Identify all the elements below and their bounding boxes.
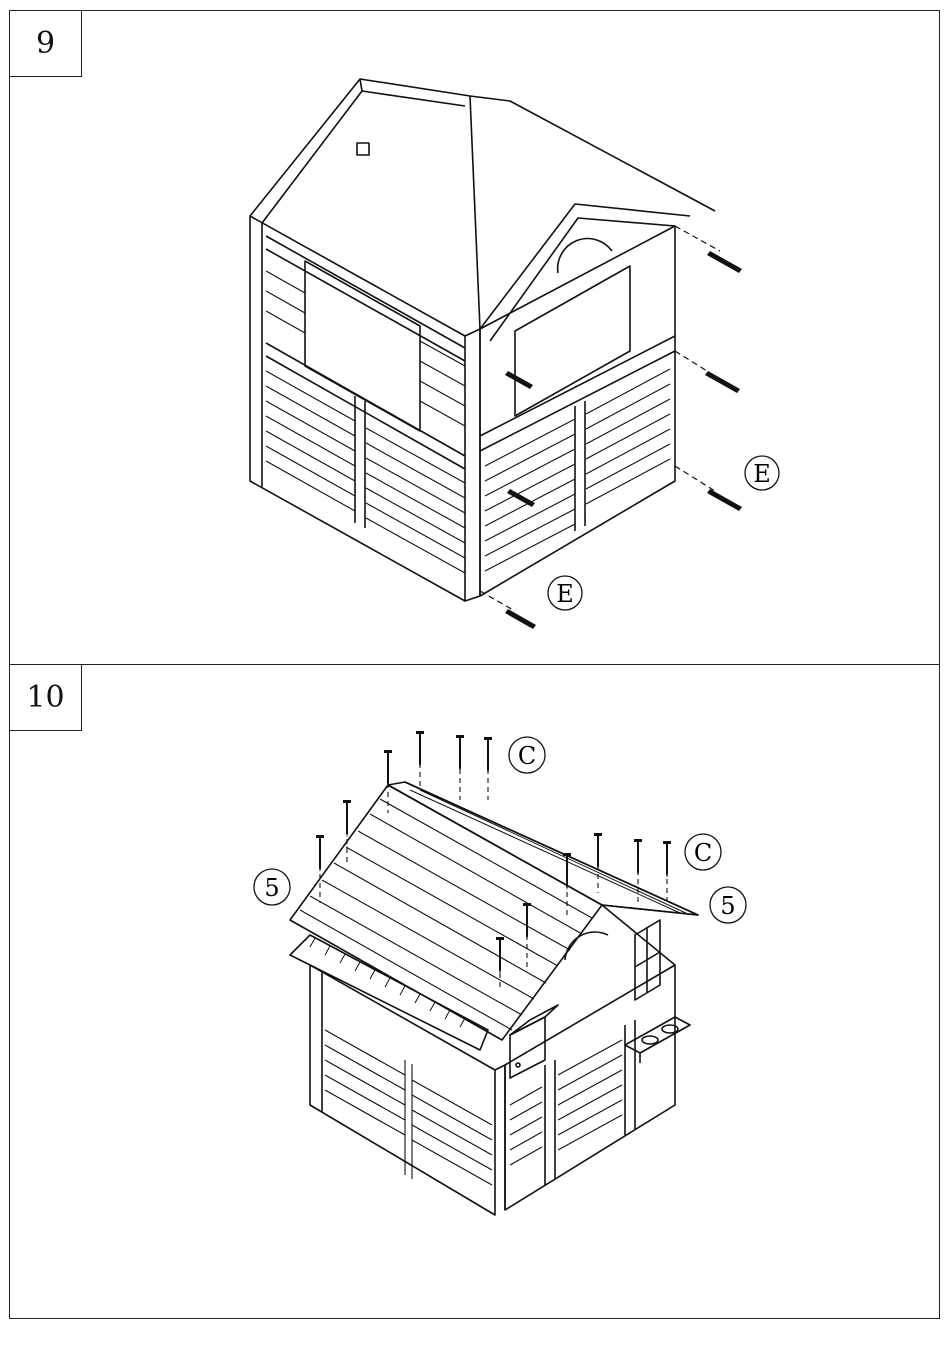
step-9-illustration: E E [10, 11, 941, 666]
svg-text:C: C [694, 839, 712, 867]
screw-icon [316, 835, 324, 872]
screw-icon [707, 489, 742, 511]
callout-e-bottom: E [548, 576, 582, 610]
right-wall-siding [485, 369, 670, 571]
svg-text:5: 5 [264, 874, 279, 902]
roof-right-boards [410, 790, 690, 915]
front-gable [480, 204, 690, 341]
step-9-panel: 9 [9, 10, 940, 665]
callout-e-right: E [745, 456, 779, 490]
callout-c-top: C [509, 737, 545, 773]
screw-icon [594, 833, 602, 870]
svg-text:E: E [556, 580, 574, 608]
awning-slats [310, 938, 465, 1027]
screw-icon [384, 750, 392, 787]
screws-step-9 [505, 251, 742, 629]
screw-icon [663, 841, 671, 878]
screw-icon [343, 800, 351, 837]
callout-5-right: 5 [710, 887, 746, 923]
awning [290, 935, 488, 1050]
back-gable [250, 79, 470, 223]
callout-5-left: 5 [254, 869, 290, 905]
right-wall-siding [510, 1040, 622, 1165]
step-10-illustration: C C 5 5 [10, 665, 941, 1320]
screw-icon [456, 735, 464, 772]
screw-icon [505, 371, 533, 389]
step-10-panel: 10 [9, 664, 940, 1319]
callout-c-right: C [685, 834, 721, 870]
svg-text:C: C [518, 742, 536, 770]
screw-icon [523, 903, 531, 940]
screw-icon [484, 737, 492, 774]
roof-panel-left [290, 785, 602, 1040]
front-left-wall [250, 216, 480, 601]
corner-post [470, 96, 480, 329]
side-window [635, 920, 660, 1000]
screw-icon [707, 251, 742, 273]
screw-icon [634, 839, 642, 876]
roof-left-boards [300, 799, 592, 1030]
front-right-wall [480, 226, 675, 596]
back-wall-top [470, 96, 715, 211]
svg-text:5: 5 [720, 892, 735, 920]
left-wall [310, 965, 505, 1215]
screws-step-10 [316, 731, 671, 974]
gable-edge [602, 905, 675, 965]
mailbox [510, 1005, 558, 1078]
screw-icon [705, 371, 740, 393]
roof-panel-right [388, 782, 698, 915]
screw-icon [416, 731, 424, 768]
svg-text:E: E [753, 460, 771, 488]
screw-icon [505, 609, 536, 629]
